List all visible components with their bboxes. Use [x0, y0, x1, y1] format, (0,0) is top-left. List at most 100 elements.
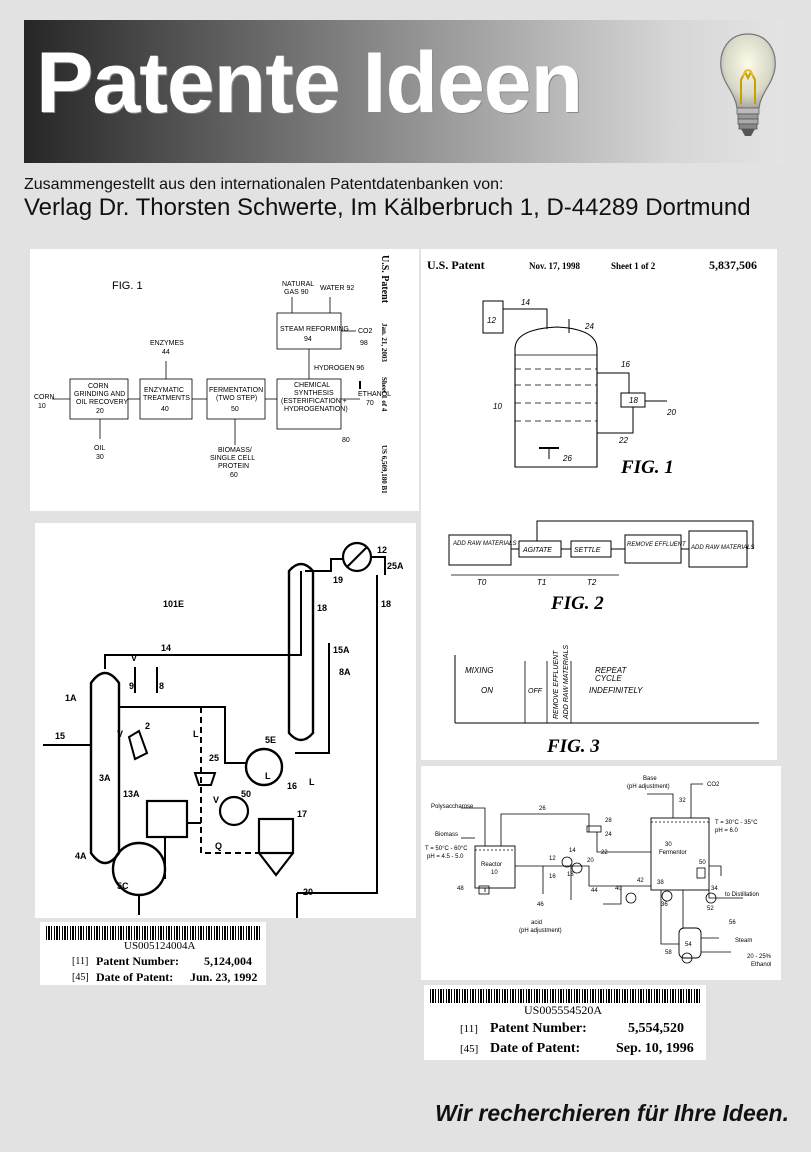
- svg-text:50: 50: [231, 406, 239, 413]
- publisher-address: Verlag Dr. Thorsten Schwerte, Im Kälberb…: [24, 194, 751, 222]
- svg-text:WATER 92: WATER 92: [320, 285, 354, 292]
- svg-text:38: 38: [657, 880, 664, 886]
- svg-text:18: 18: [629, 396, 638, 405]
- banner-title: Patente Ideen: [36, 40, 582, 126]
- slogan: Wir recherchieren für Ihre Ideen.: [435, 1100, 789, 1127]
- svg-text:13A: 13A: [123, 789, 140, 799]
- svg-text:80: 80: [342, 437, 350, 444]
- svg-text:58: 58: [665, 950, 672, 956]
- svg-text:SYNTHESIS: SYNTHESIS: [294, 390, 334, 397]
- svg-text:14: 14: [569, 848, 576, 854]
- svg-text:10: 10: [491, 870, 498, 876]
- svg-text:Biomass: Biomass: [435, 832, 458, 838]
- svg-text:17: 17: [297, 809, 307, 819]
- svg-text:T2: T2: [587, 578, 597, 587]
- svg-text:TREATMENTS: TREATMENTS: [143, 395, 190, 402]
- svg-text:Polysaccharose: Polysaccharose: [431, 804, 474, 810]
- svg-text:ENZYMES: ENZYMES: [150, 340, 184, 347]
- svg-text:OFF: OFF: [528, 688, 543, 695]
- svg-text:CHEMICAL: CHEMICAL: [294, 382, 330, 389]
- distillation-column-figure: 12 25A 19 18 18 101E 14 15A 8A V 9 8 1A …: [35, 523, 416, 918]
- svg-text:Reactor: Reactor: [481, 862, 502, 868]
- svg-text:12: 12: [487, 316, 496, 325]
- barcode: [46, 926, 260, 940]
- svg-text:T = 50°C - 60°C: T = 50°C - 60°C: [425, 846, 468, 852]
- svg-text:4A: 4A: [75, 851, 87, 861]
- svg-text:Fermentor: Fermentor: [659, 850, 687, 856]
- fig-label: FIG. 1: [112, 280, 143, 292]
- svg-text:8A: 8A: [339, 667, 351, 677]
- svg-text:CO2: CO2: [358, 328, 373, 335]
- svg-text:OIL RECOVERY: OIL RECOVERY: [76, 399, 128, 406]
- svg-text:28: 28: [605, 818, 612, 824]
- svg-text:9: 9: [129, 681, 134, 691]
- reactor-patent-figure: U.S. Patent Nov. 17, 1998 Sheet 1 of 2 5…: [421, 249, 777, 760]
- svg-text:CYCLE: CYCLE: [595, 674, 622, 683]
- svg-text:V: V: [213, 795, 219, 805]
- patent-header-left: U.S. Patent: [427, 258, 485, 272]
- svg-text:20 - 25%: 20 - 25%: [747, 954, 772, 960]
- svg-text:18: 18: [317, 603, 327, 613]
- svg-text:40: 40: [161, 406, 169, 413]
- svg-text:50: 50: [241, 789, 251, 799]
- svg-text:46: 46: [537, 902, 544, 908]
- svg-text:15A: 15A: [333, 645, 350, 655]
- svg-text:(ESTERIFICATION +: (ESTERIFICATION +: [281, 398, 347, 405]
- svg-text:HYDROGEN 96: HYDROGEN 96: [314, 365, 364, 372]
- svg-text:20: 20: [587, 858, 594, 864]
- svg-text:(TWO STEP): (TWO STEP): [216, 395, 257, 402]
- svg-text:(pH adjustment): (pH adjustment): [519, 928, 562, 934]
- svg-text:Steam: Steam: [735, 938, 752, 944]
- svg-text:12: 12: [549, 856, 556, 862]
- side-header: U.S. Patent: [379, 255, 390, 304]
- svg-text:14: 14: [521, 298, 530, 307]
- svg-text:16: 16: [287, 781, 297, 791]
- svg-text:CORN: CORN: [88, 383, 109, 390]
- svg-text:36: 36: [661, 902, 668, 908]
- svg-text:V: V: [131, 653, 137, 663]
- svg-text:Sheet 1 of 2: Sheet 1 of 2: [611, 261, 656, 271]
- svg-text:ON: ON: [481, 686, 493, 695]
- svg-text:24: 24: [605, 832, 612, 838]
- svg-text:18: 18: [567, 872, 574, 878]
- svg-text:STEAM REFORMING: STEAM REFORMING: [280, 326, 349, 333]
- corn-num: 10: [38, 403, 46, 410]
- svg-text:V: V: [117, 729, 123, 739]
- svg-text:PROTEIN: PROTEIN: [218, 463, 249, 470]
- svg-text:25A: 25A: [387, 561, 404, 571]
- svg-text:26: 26: [539, 806, 546, 812]
- svg-text:pH = 4.5 - 5.0: pH = 4.5 - 5.0: [427, 854, 464, 860]
- svg-text:SINGLE CELL: SINGLE CELL: [210, 455, 255, 462]
- patent-number-box-left: US005124004A [11] Patent Number: 5,124,0…: [40, 922, 266, 985]
- svg-text:NATURAL: NATURAL: [282, 281, 314, 288]
- svg-text:REMOVE EFFLUENT: REMOVE EFFLUENT: [553, 650, 560, 719]
- svg-text:T0: T0: [477, 578, 487, 587]
- svg-text:pH = 6.0: pH = 6.0: [715, 828, 739, 834]
- svg-text:42: 42: [637, 878, 644, 884]
- svg-text:44: 44: [162, 349, 170, 356]
- svg-text:15: 15: [55, 731, 65, 741]
- svg-text:REMOVE EFFLUENT: REMOVE EFFLUENT: [627, 542, 687, 548]
- fig2-label: FIG. 2: [550, 593, 604, 614]
- svg-text:94: 94: [304, 336, 312, 343]
- svg-text:Nov. 17, 1998: Nov. 17, 1998: [529, 261, 581, 271]
- svg-text:L: L: [265, 771, 271, 781]
- svg-text:BIOMASS/: BIOMASS/: [218, 447, 252, 454]
- svg-text:101E: 101E: [163, 599, 184, 609]
- svg-text:18: 18: [381, 599, 391, 609]
- svg-text:(pH adjustment): (pH adjustment): [627, 784, 670, 790]
- svg-text:14: 14: [161, 643, 171, 653]
- svg-text:16: 16: [549, 874, 556, 880]
- svg-text:FERMENTATION: FERMENTATION: [209, 387, 263, 394]
- compiled-from-line: Zusammengestellt aus den internationalen…: [24, 176, 503, 194]
- svg-text:CO2: CO2: [707, 782, 720, 788]
- light-bulb-icon: [717, 30, 779, 158]
- side-number: US 6,509,180 B1: [380, 445, 388, 494]
- svg-text:52: 52: [707, 906, 714, 912]
- svg-text:19: 19: [333, 575, 343, 585]
- svg-text:20: 20: [303, 887, 313, 897]
- fig1-label: FIG. 1: [620, 457, 674, 478]
- svg-text:40: 40: [615, 886, 622, 892]
- svg-text:48: 48: [457, 886, 464, 892]
- svg-text:GRINDING AND: GRINDING AND: [74, 391, 125, 398]
